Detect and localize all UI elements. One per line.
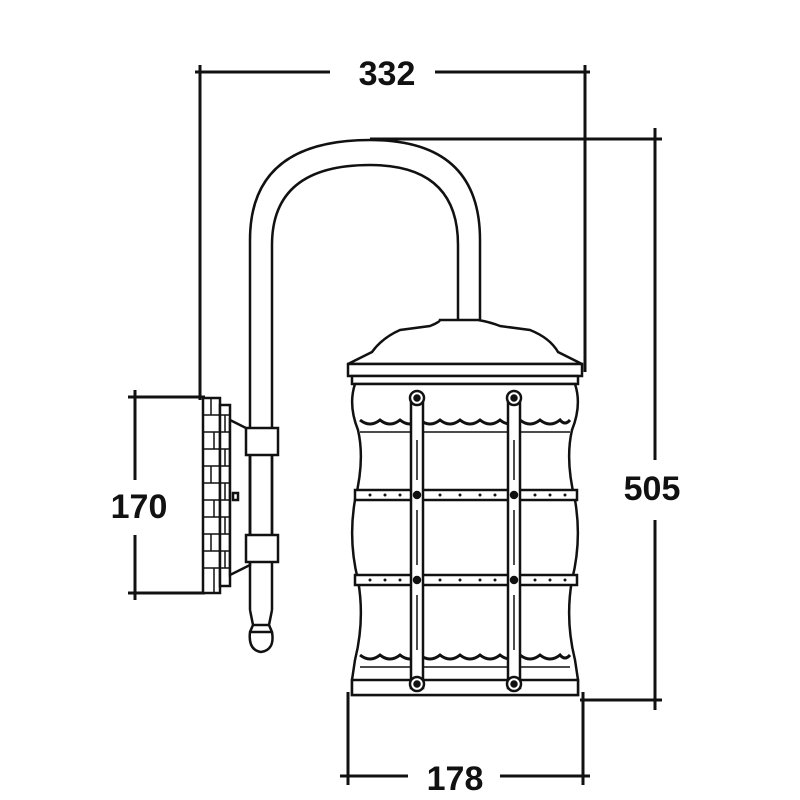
lantern-hood (346, 318, 584, 386)
overall-height-label: 505 (624, 470, 681, 508)
overall-width-label: 332 (359, 55, 416, 93)
dimension-overall-height (370, 128, 662, 710)
lantern-width-label: 178 (427, 760, 484, 798)
lantern-grid (353, 389, 579, 693)
wall-backplate (201, 396, 252, 595)
gooseneck-arm (244, 138, 482, 654)
lantern-body (350, 382, 580, 697)
backplate-height-label: 170 (111, 488, 168, 526)
dimension-backplate-height (128, 390, 205, 600)
dimension-lantern-width (340, 692, 590, 785)
dimension-overall-width (195, 65, 590, 400)
